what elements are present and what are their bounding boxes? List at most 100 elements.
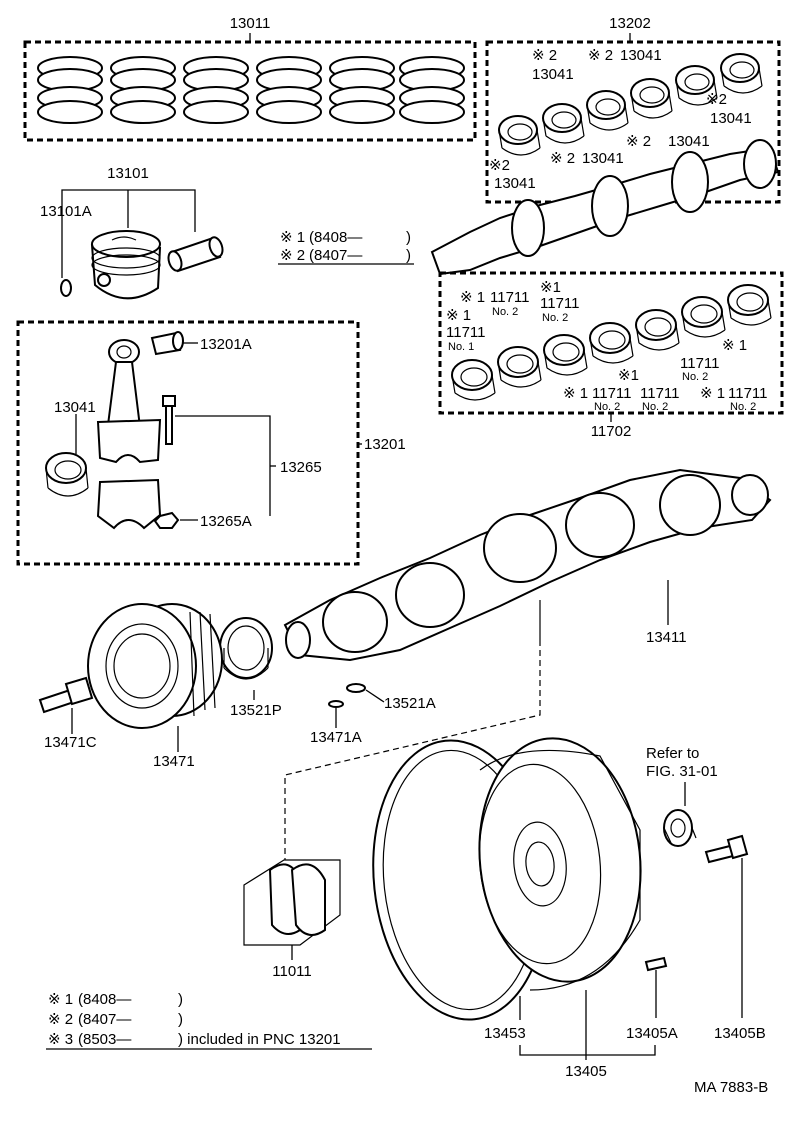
no2-d: No. 2 xyxy=(594,401,620,413)
label-13041-c[interactable]: 13041 xyxy=(710,110,752,127)
conrod-drawing xyxy=(96,339,162,464)
piston-drawing xyxy=(90,230,162,300)
refer-to-line1: Refer to xyxy=(646,745,699,762)
crank-key-b-drawing xyxy=(346,683,366,693)
legend-bottom-mark-2: ※ 2 xyxy=(48,1011,73,1028)
conrod-cap-drawing xyxy=(96,478,162,530)
no1-c: No. 1 xyxy=(448,341,474,353)
legend-mark-1: ※ 1 xyxy=(280,229,305,246)
label-11702[interactable]: 11702 xyxy=(591,423,632,440)
conrod-bearing-set-box xyxy=(485,40,781,204)
crank-key-a-drawing xyxy=(328,700,344,708)
mark-1-h: ※ 1 xyxy=(700,385,725,402)
mark-2-f: ※2 xyxy=(489,157,510,174)
label-13101A[interactable]: 13101A xyxy=(40,203,92,220)
label-11011[interactable]: 11011 xyxy=(272,963,312,980)
mark-1-c: ※ 1 xyxy=(446,307,471,324)
legend-date-8407: (8407— xyxy=(309,247,362,264)
no2-f: No. 2 xyxy=(682,371,708,383)
conrod-bearing-set-group: 13202 ※ 2 13041 ※ 2 13041 ※2 13041 ※ 2 1… xyxy=(485,15,781,204)
mark-1-e: ※1 xyxy=(618,367,639,384)
mark-2-e: ※ 2 xyxy=(550,150,575,167)
legend-bottom-mark-3: ※ 3 xyxy=(48,1031,73,1048)
piston-pin-drawing xyxy=(167,236,224,273)
timing-gear-drawing xyxy=(219,617,273,680)
mark-2-b: ※ 2 xyxy=(588,47,613,64)
conrod-bearing-shells xyxy=(498,53,763,156)
legend-bottom-paren-2: ) xyxy=(178,1011,183,1028)
date-legend-top: ※ 1 (8408— ) ※ 2 (8407— ) xyxy=(278,229,414,265)
mark-1-g: ※ 1 xyxy=(722,337,747,354)
crankshaft-drawing xyxy=(283,468,772,662)
label-13405A[interactable]: 13405A xyxy=(626,1025,678,1042)
label-13411[interactable]: 13411 xyxy=(646,629,687,646)
legend-mark-2: ※ 2 xyxy=(280,247,305,264)
piston-ring-set-group: 13011 xyxy=(23,15,477,142)
legend-paren-2: ) xyxy=(406,247,411,264)
label-11711-c[interactable]: 11711 xyxy=(446,324,486,341)
label-13041-conrod[interactable]: 13041 xyxy=(54,399,96,416)
label-13041-d[interactable]: 13041 xyxy=(668,133,710,150)
legend-bottom-date-8503: (8503— xyxy=(78,1031,131,1048)
conrod-bushing-drawing xyxy=(150,331,184,356)
label-11711-b[interactable]: 11711 xyxy=(540,295,580,312)
label-13011[interactable]: 13011 xyxy=(230,15,271,32)
snap-ring-drawing xyxy=(60,279,72,297)
conrod-bearing-loose-drawing xyxy=(45,452,89,497)
label-13041-e[interactable]: 13041 xyxy=(582,150,624,167)
flywheel-pin-drawing xyxy=(644,956,668,972)
mark-1-b: ※1 xyxy=(540,279,561,296)
legend-bottom-included: ) included in PNC 13201 xyxy=(178,1031,341,1048)
mark-1-d: ※ 1 xyxy=(563,385,588,402)
label-13471A[interactable]: 13471A xyxy=(310,729,362,746)
label-13405[interactable]: 13405 xyxy=(565,1063,607,1080)
legend-date-8408: (8408— xyxy=(309,229,362,246)
label-11711-a[interactable]: 11711 xyxy=(490,289,530,306)
label-13453[interactable]: 13453 xyxy=(484,1025,526,1042)
label-13521P[interactable]: 13521P xyxy=(230,702,282,719)
no2-e: No. 2 xyxy=(642,401,668,413)
no2-h: No. 2 xyxy=(730,401,756,413)
label-11711-e[interactable]: 11711 xyxy=(640,385,680,402)
label-13471C[interactable]: 13471C xyxy=(44,734,97,751)
thrust-washer-group: 11011 xyxy=(243,859,341,980)
thrust-washer-leader xyxy=(284,640,541,860)
label-11711-d[interactable]: 11711 xyxy=(592,385,632,402)
label-13265[interactable]: 13265 xyxy=(280,459,322,476)
label-13041-a[interactable]: 13041 xyxy=(532,66,574,83)
legend-bottom-mark-1: ※ 1 xyxy=(48,991,73,1008)
refer-to-line2[interactable]: FIG. 31-01 xyxy=(646,763,718,780)
figure-id: MA 7883-B xyxy=(694,1079,768,1096)
conrod-nut-drawing xyxy=(153,511,180,529)
label-13405B[interactable]: 13405B xyxy=(714,1025,766,1042)
label-13521A[interactable]: 13521A xyxy=(384,695,436,712)
mark-2-d: ※ 2 xyxy=(626,133,651,150)
legend-bottom-date-8407: (8407— xyxy=(78,1011,131,1028)
upper-crankshaft-drawing xyxy=(430,139,780,276)
label-13041-b[interactable]: 13041 xyxy=(620,47,662,64)
label-13201[interactable]: 13201 xyxy=(364,436,406,453)
date-legend-bottom: ※ 1 (8408— ) ※ 2 (8407— ) ※ 3 (8503— ) i… xyxy=(46,991,372,1050)
pulley-bolt-drawing xyxy=(38,676,94,714)
mark-2-c: ※2 xyxy=(706,91,727,108)
flywheel-bolt-drawing xyxy=(704,834,749,864)
label-13101[interactable]: 13101 xyxy=(107,165,149,182)
crankshaft-pulley-drawing xyxy=(87,603,223,729)
main-bearing-shells xyxy=(451,284,772,401)
conrod-assembly-box xyxy=(16,320,360,566)
conrod-bolt-drawing xyxy=(162,395,176,445)
label-13041-f[interactable]: 13041 xyxy=(494,175,536,192)
label-11711-h[interactable]: 11711 xyxy=(728,385,768,402)
label-13265A[interactable]: 13265A xyxy=(200,513,252,530)
legend-paren-1: ) xyxy=(406,229,411,246)
label-13471[interactable]: 13471 xyxy=(153,753,195,770)
mark-1-a: ※ 1 xyxy=(460,289,485,306)
legend-bottom-paren-1: ) xyxy=(178,991,183,1008)
label-13202[interactable]: 13202 xyxy=(609,15,651,32)
pilot-bearing-drawing xyxy=(663,809,697,847)
mark-2-a: ※ 2 xyxy=(532,47,557,64)
main-bearing-set-group: 11702 ※ 1 11711 No. 2 ※1 11711 No. 2 ※ 1… xyxy=(438,271,784,440)
label-13201A[interactable]: 13201A xyxy=(200,336,252,353)
label-11711-f[interactable]: 11711 xyxy=(680,355,720,372)
